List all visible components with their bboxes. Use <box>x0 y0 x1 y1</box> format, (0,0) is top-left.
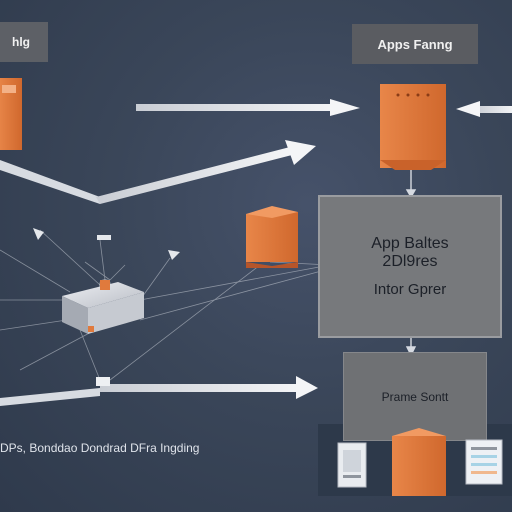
server-block-icon <box>0 78 22 150</box>
center-box-title: App Baltes <box>371 235 449 252</box>
bottom-process-box: Prame Sontt <box>343 352 487 441</box>
open-box-icon <box>246 206 298 268</box>
top-left-label: hlg <box>0 22 48 62</box>
arrow-top-right <box>456 101 512 117</box>
top-right-label: Apps Fanng <box>352 24 478 64</box>
small-arrowheads <box>33 228 180 260</box>
cube-icon <box>62 280 144 334</box>
center-process-box: App Baltes 2Dl9res Intor Gprer <box>318 195 502 338</box>
center-box-caption: Intor Gprer <box>373 281 447 298</box>
arrow-v-shape <box>0 140 316 204</box>
center-box-subtitle: 2Dl9res <box>382 253 438 270</box>
document-box-icon <box>380 84 446 170</box>
vertical-connectors <box>405 168 417 357</box>
arrow-top-middle <box>136 99 360 116</box>
arrow-bottom <box>0 376 318 406</box>
footer-caption: DPs, Bonddao Dondrad DFra Ingding <box>0 441 200 455</box>
